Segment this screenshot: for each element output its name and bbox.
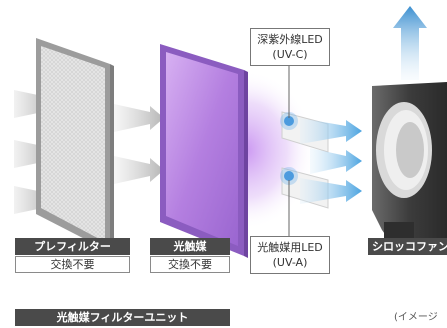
airflow-mid-arrows	[114, 104, 164, 184]
uvc-led-icon	[284, 116, 294, 126]
prefilter-note: 交換不要	[15, 256, 130, 273]
airflow-out-arrow-icon	[300, 118, 362, 144]
filter-unit-label: 光触媒フィルターユニット	[15, 309, 230, 326]
uvc-led-callout: 深紫外線LED (UV-C)	[250, 28, 330, 66]
uva-led-icon	[284, 171, 294, 181]
airflow-mid-arrow-icon	[114, 104, 164, 132]
uvc-led-label: 深紫外線LED	[257, 33, 323, 46]
uvc-led-type: (UV-C)	[272, 48, 308, 61]
airflow-mid-arrow-icon	[114, 156, 164, 184]
uva-led-type: (UV-A)	[272, 256, 308, 269]
photocatalyst-label: 光触媒	[150, 238, 230, 255]
airflow-out-arrow-icon	[310, 148, 362, 174]
airflow-out-arrow-icon	[300, 178, 362, 204]
uva-led-callout: 光触媒用LED (UV-A)	[250, 236, 330, 274]
airflow-out-arrows	[300, 118, 362, 204]
sirocco-fan	[372, 82, 447, 244]
photocatalyst-note: 交換不要	[150, 256, 230, 273]
uva-led-label: 光触媒用LED	[257, 241, 323, 254]
image-caption: (イメージ	[394, 312, 438, 323]
prefilter-panel	[36, 38, 114, 254]
exhaust-arrow-up-icon	[393, 6, 427, 80]
sirocco-fan-label: シロッコファン	[368, 238, 447, 255]
photocatalyst-panel	[160, 44, 248, 258]
prefilter-label: プレフィルター	[15, 238, 130, 255]
